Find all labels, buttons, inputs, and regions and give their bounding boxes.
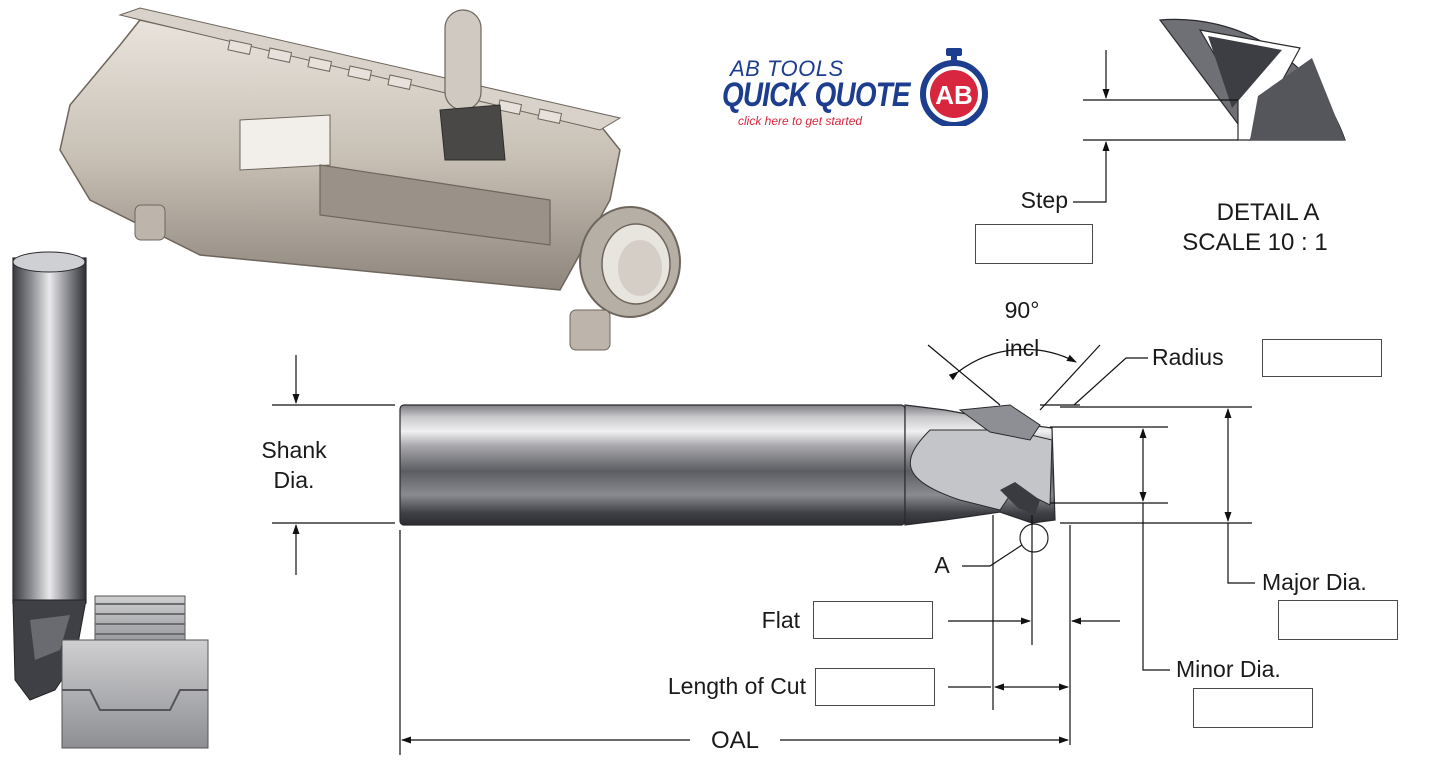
major-dia-input[interactable]	[1278, 600, 1398, 640]
shank-label-line1: Shank	[261, 437, 327, 463]
stopwatch-logo-icon: AB	[920, 48, 988, 126]
dimension-lines	[272, 50, 1255, 755]
minor-dia-label: Minor Dia.	[1176, 656, 1281, 682]
radius-input[interactable]	[1262, 339, 1382, 377]
step-label: Step	[1021, 187, 1068, 213]
flat-label: Flat	[762, 607, 801, 633]
detail-a-view	[1158, 18, 1346, 141]
major-dia-label: Major Dia.	[1262, 569, 1367, 595]
quick-quote-title: QUICK QUOTE	[722, 76, 911, 114]
length-of-cut-input[interactable]	[815, 668, 935, 706]
flat-input[interactable]	[813, 601, 933, 639]
angle-value: 90°	[1005, 297, 1040, 323]
length-of-cut-label: Length of Cut	[668, 673, 807, 699]
minor-dia-input[interactable]	[1193, 688, 1313, 728]
detail-a-title: DETAIL A	[1217, 199, 1320, 226]
endmill-in-workpiece-illustration	[12, 251, 209, 749]
detail-a-scale: SCALE 10 : 1	[1182, 229, 1327, 256]
shank-label-line2: Dia.	[274, 467, 315, 493]
upper-receiver-illustration	[59, 7, 681, 351]
angle-suffix: incl	[1005, 335, 1040, 361]
logo-letters: AB	[935, 80, 973, 110]
endmill-side-view	[399, 404, 1056, 553]
step-input[interactable]	[975, 224, 1093, 264]
quick-quote-cta: click here to get started	[738, 114, 863, 128]
detail-a-marker: A	[934, 552, 950, 578]
radius-label: Radius	[1152, 344, 1224, 370]
quick-quote-brand: AB TOOLS	[730, 56, 844, 81]
oal-label: OAL	[711, 727, 759, 754]
quick-quote-link[interactable]: AB TOOLS QUICK QUOTE click here to get s…	[716, 36, 992, 132]
